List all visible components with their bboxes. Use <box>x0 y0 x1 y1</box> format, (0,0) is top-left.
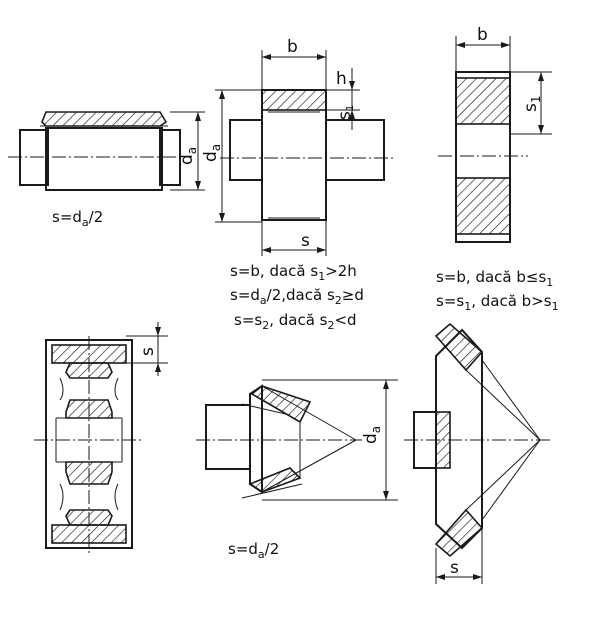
fig2-s1-label: s1 <box>335 105 356 120</box>
fig2-b-label: b <box>287 37 298 57</box>
fig5-formula: s=da/2 <box>228 540 279 561</box>
fig2-gear-with-hub: b h s1 da s s=b, dacă s1>2h s=da/2,dacă … <box>201 37 396 332</box>
fig1-da-label: da <box>177 147 199 165</box>
fig2-h-label: h <box>336 69 347 89</box>
fig3-b-label: b <box>477 25 488 45</box>
fig1-shaft-pinion: da s=da/2 <box>8 111 205 229</box>
fig3-s1-label: s1 <box>521 96 543 113</box>
fig5-da-label: da <box>361 426 383 444</box>
fig3-rule-2: s=s1, dacă b>s1 <box>436 292 559 313</box>
fig2-s-label: s <box>301 231 310 251</box>
fig1-formula: s=da/2 <box>52 208 103 229</box>
fig4-s-label: s <box>138 347 158 356</box>
fig2-rule-3: s=s2, dacă s2<d <box>234 311 357 332</box>
fig6-s-label: s <box>450 558 459 578</box>
fig5-bevel-pinion: da s=da/2 <box>196 379 398 561</box>
fig2-da-label: da <box>201 144 223 162</box>
fig3-rule-1: s=b, dacă b≤s1 <box>436 268 553 289</box>
fig3-gear-disc: b s1 s=b, dacă b≤s1 s=s1, dacă b>s1 <box>436 25 559 313</box>
fig6-bevel-gear: s <box>404 322 552 584</box>
fig4-webbed-gear: s <box>34 322 168 554</box>
fig2-rule-2: s=da/2,dacă s2≥d <box>230 286 364 307</box>
fig2-rule-1: s=b, dacă s1>2h <box>230 262 357 283</box>
